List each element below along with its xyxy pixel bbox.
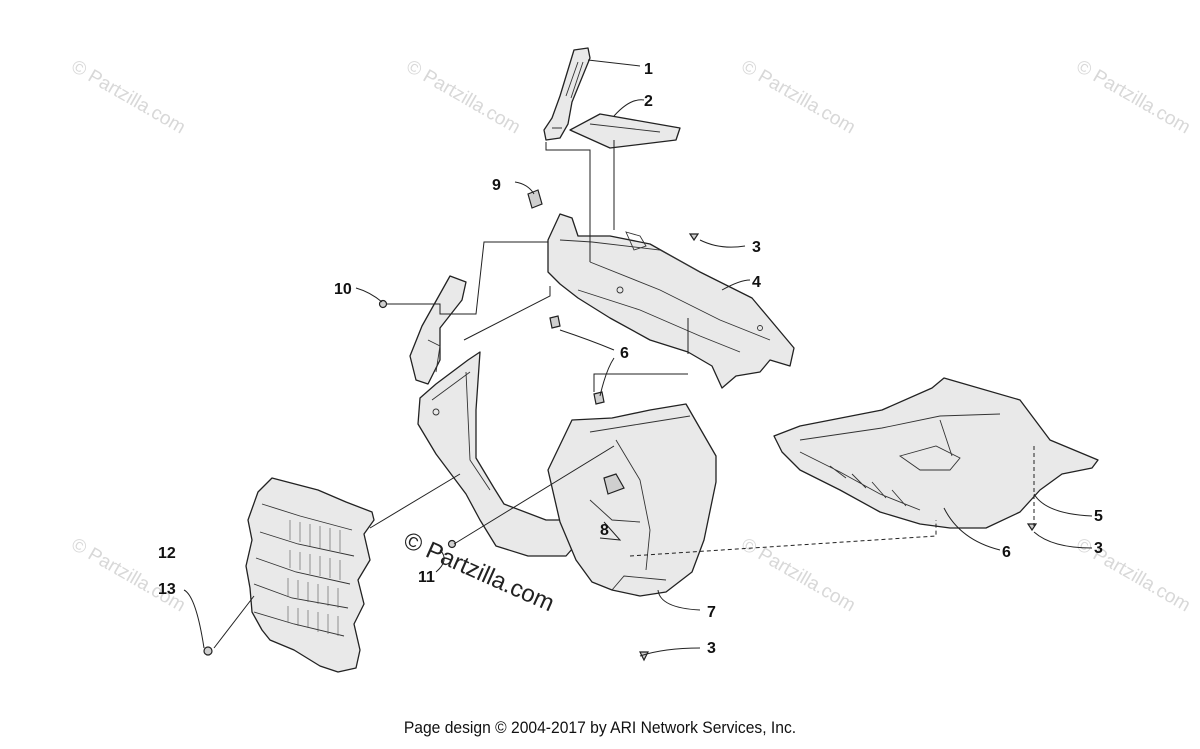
callout-6: 6 — [1002, 544, 1011, 561]
callout-12: 12 — [158, 545, 176, 562]
watermark: © Partzilla.com — [738, 534, 859, 616]
callout-5: 5 — [1094, 508, 1103, 525]
page-footer: Page design © 2004-2017 by ARI Network S… — [403, 718, 797, 737]
callout-10: 10 — [334, 281, 352, 298]
callout-6: 6 — [620, 345, 629, 362]
part-4-dash-panel — [547, 213, 795, 389]
leader-lines — [183, 59, 1093, 657]
part-7-lower-fairing — [547, 403, 717, 597]
left-bracket — [409, 275, 467, 385]
callouts: 1 2 3 3 3 4 5 6 6 7 8 9 10 11 12 13 — [158, 61, 1103, 657]
watermark: © Partzilla.com — [68, 56, 189, 138]
callout-13: 13 — [158, 581, 176, 598]
watermark: © Partzilla.com — [1073, 56, 1194, 138]
watermark: © Partzilla.com — [403, 56, 524, 138]
callout-8: 8 — [600, 522, 609, 539]
callout-3: 3 — [1094, 540, 1103, 557]
part-2-pad — [569, 113, 681, 149]
callout-4: 4 — [752, 274, 761, 291]
part-12-grille — [245, 477, 375, 673]
callout-2: 2 — [644, 93, 653, 110]
callout-7: 7 — [707, 604, 716, 621]
part-1-strap — [543, 47, 591, 141]
callout-3: 3 — [752, 239, 761, 256]
watermark: © Partzilla.com — [738, 56, 859, 138]
callout-1: 1 — [644, 61, 653, 78]
callout-3: 3 — [707, 640, 716, 657]
callout-11: 11 — [418, 569, 435, 586]
part-5-side-panel — [773, 377, 1099, 529]
callout-9: 9 — [492, 177, 501, 194]
watermark: © Partzilla.com — [1073, 534, 1194, 616]
part-9-clip — [527, 189, 543, 209]
